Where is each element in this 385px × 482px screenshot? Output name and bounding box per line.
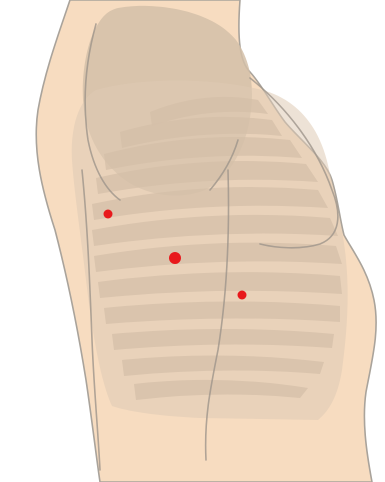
- marker-middle: [169, 252, 181, 264]
- marker-lower: [238, 291, 247, 300]
- marker-upper: [104, 210, 113, 219]
